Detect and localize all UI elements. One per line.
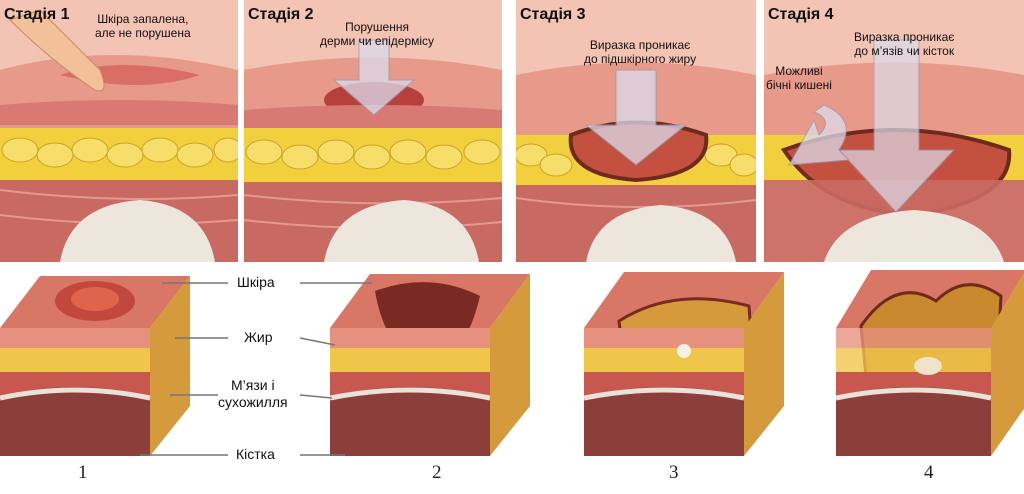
label-skin: Шкіра: [237, 274, 275, 290]
stage-2-note-line-2: дерми чи епідермісу: [320, 34, 435, 48]
stage-1-illustration: [0, 0, 238, 262]
label-muscle-line-2: сухожилля: [218, 394, 288, 410]
stage-4-illustration: [764, 0, 1024, 262]
stage-4-panel: Стадія 4 Виразка проникає до м’язів чи к…: [764, 0, 1024, 262]
block-number-2: 2: [432, 462, 442, 483]
stage-2-illustration: [244, 0, 502, 262]
tissue-block-1: [0, 276, 190, 456]
label-bone: Кістка: [236, 446, 275, 462]
stage-4-title: Стадія 4: [768, 6, 834, 23]
label-muscle-line-1: М’язи і: [230, 377, 275, 393]
stage-4-note: Виразка проникає до м’язів чи кісток: [854, 30, 954, 58]
block-number-1: 1: [78, 462, 88, 483]
stage-2-note-line-1: Порушення: [345, 20, 409, 34]
stage-3-note-line-1: Виразка проникає: [589, 38, 691, 52]
stage-4-side-note-line-1: Можливі: [775, 64, 823, 78]
stage-1-note-line-2: але не порушена: [95, 26, 191, 40]
stage-1-note-line-1: Шкіра запалена,: [97, 12, 189, 26]
stage-3-title: Стадія 3: [520, 6, 586, 23]
tissue-block-2: [330, 274, 530, 456]
stage-4-side-note-line-2: бічні кишені: [766, 78, 832, 92]
stage-3-note-line-2: до підшкірного жиру: [584, 52, 697, 66]
stage-2-title: Стадія 2: [248, 6, 314, 23]
block-number-3: 3: [669, 462, 679, 483]
stage-2-panel: Стадія 2 Порушення дерми чи епідермісу: [244, 0, 502, 262]
stage-4-note-line-1: Виразка проникає: [854, 30, 955, 44]
stage-3-note: Виразка проникає до підшкірного жиру: [584, 38, 696, 66]
stage-4-side-note: Можливі бічні кишені: [766, 64, 832, 92]
block-number-4: 4: [924, 462, 934, 483]
label-muscle: М’язи і сухожилля: [218, 377, 288, 411]
stage-3-panel: Стадія 3 Виразка проникає до підшкірного…: [516, 0, 756, 262]
stage-3-illustration: [516, 0, 756, 262]
label-fat: Жир: [244, 329, 273, 345]
stage-2-note: Порушення дерми чи епідермісу: [320, 20, 434, 48]
stage-4-note-line-2: до м’язів чи кісток: [854, 44, 955, 58]
stage-1-title: Стадія 1: [4, 6, 70, 23]
stage-1-note: Шкіра запалена, але не порушена: [95, 12, 191, 40]
tissue-block-4: [836, 270, 1024, 456]
stage-1-panel: Стадія 1 Шкіра запалена, але не порушена: [0, 0, 238, 262]
tissue-block-3: [584, 272, 784, 456]
